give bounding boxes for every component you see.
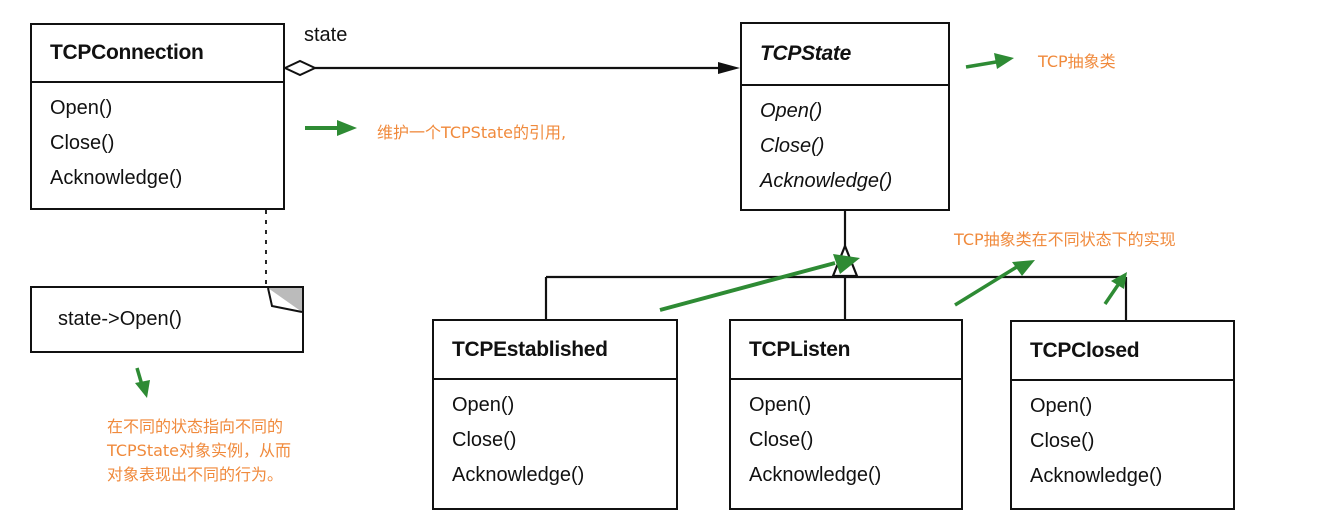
class-name: TCPConnection — [32, 25, 283, 83]
association-label: state — [304, 24, 348, 46]
operation: Open() — [1030, 395, 1093, 417]
class-name: TCPEstablished — [434, 321, 676, 380]
operation: Open() — [749, 394, 812, 416]
green-arrow-icon — [659, 254, 860, 312]
inheritance-tree — [544, 210, 1128, 320]
green-arrow-icon — [135, 367, 150, 398]
association-arrowhead-icon — [718, 62, 740, 74]
class-tcpestablished[interactable]: TCPEstablished Open() Close() Acknowledg… — [432, 319, 678, 510]
annotation-arrows — [135, 53, 1127, 398]
class-name: TCPState — [742, 24, 948, 86]
operation: Open() — [760, 100, 823, 122]
operation: Close() — [760, 135, 825, 157]
aggregation-diamond-icon — [282, 59, 318, 77]
green-arrow-icon — [1103, 272, 1127, 305]
note-box[interactable]: state->Open() — [30, 286, 304, 353]
operation: Open() — [50, 97, 113, 119]
annotation-line: 对象表现出不同的行为。 — [107, 465, 284, 484]
class-operations: Open() Close() Acknowledge() — [731, 380, 961, 493]
class-tcpstate[interactable]: TCPState Open() Close() Acknowledge() — [740, 22, 950, 211]
annotation-abstract-class: TCP抽象类 — [1038, 52, 1116, 71]
operation: Close() — [749, 429, 814, 451]
operation: Acknowledge() — [760, 170, 893, 192]
operation: Open() — [452, 394, 515, 416]
class-name: TCPListen — [731, 321, 961, 380]
annotation-reference: 维护一个TCPState的引用, — [377, 123, 567, 142]
class-operations: Open() Close() Acknowledge() — [32, 83, 283, 196]
class-tcpclosed[interactable]: TCPClosed Open() Close() Acknowledge() — [1010, 320, 1235, 510]
green-arrow-icon — [965, 53, 1014, 69]
annotation-line: 在不同的状态指向不同的 — [107, 417, 284, 436]
green-arrow-icon — [305, 120, 357, 136]
class-tcpconnection[interactable]: TCPConnection Open() Close() Acknowledge… — [30, 23, 285, 210]
class-operations: Open() Close() Acknowledge() — [434, 380, 676, 493]
operation: Close() — [1030, 430, 1095, 452]
operation: Close() — [50, 132, 115, 154]
operation: Close() — [452, 429, 517, 451]
association-state — [282, 59, 740, 77]
green-arrow-icon — [954, 260, 1035, 307]
class-tcplisten[interactable]: TCPListen Open() Close() Acknowledge() — [729, 319, 963, 510]
class-operations: Open() Close() Acknowledge() — [1012, 381, 1233, 494]
operation: Acknowledge() — [1030, 465, 1163, 487]
note-text: state->Open() — [58, 308, 182, 330]
annotation-implementations: TCP抽象类在不同状态下的实现 — [954, 230, 1176, 249]
operation: Acknowledge() — [749, 464, 882, 486]
operation: Acknowledge() — [452, 464, 585, 486]
annotation-line: TCPState对象实例，从而 — [107, 441, 292, 460]
note-fold-corner — [267, 287, 303, 313]
class-operations: Open() Close() Acknowledge() — [742, 86, 948, 199]
operation: Acknowledge() — [50, 167, 183, 189]
annotation-behavior: 在不同的状态指向不同的 TCPState对象实例，从而 对象表现出不同的行为。 — [107, 415, 291, 487]
class-name: TCPClosed — [1012, 322, 1233, 381]
